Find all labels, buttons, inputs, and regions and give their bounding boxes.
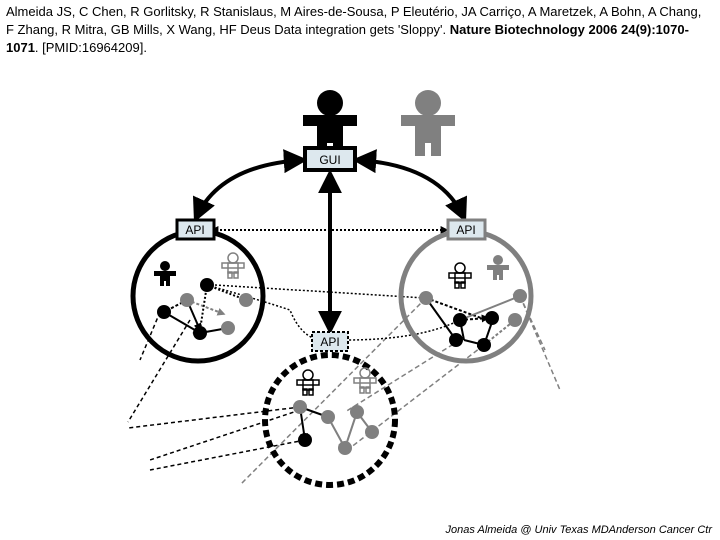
bottom-group-circle: [262, 352, 398, 488]
citation-journal: Nature Biotechnology 2006 24(9):1070-107…: [6, 22, 689, 55]
api-bottom-box: API: [311, 331, 349, 352]
person-gray-icon: [401, 90, 455, 156]
api-right-label: API: [456, 223, 475, 237]
api-left-label: API: [185, 223, 204, 237]
api-bottom-label: API: [320, 335, 339, 349]
api-left-box: API: [175, 218, 216, 241]
person-outline-icon: [221, 252, 245, 279]
citation-pmid: . [PMID:16964209].: [34, 40, 147, 55]
left-network: [157, 278, 253, 340]
right-network: [419, 289, 527, 352]
person-gray-icon: [487, 255, 509, 280]
person-outline-icon: [296, 369, 320, 396]
gui-links: [193, 149, 467, 335]
bottom-network: [293, 400, 379, 455]
api-right-box: API: [446, 218, 487, 241]
person-outline-icon: [353, 367, 377, 394]
person-outline-icon: [448, 262, 472, 289]
citation-authors: Almeida JS, C Chen, R Gorlitsky, R Stani…: [6, 4, 702, 37]
citation: Almeida JS, C Chen, R Gorlitsky, R Stani…: [6, 3, 710, 57]
credit-line: Jonas Almeida @ Univ Texas MDAnderson Ca…: [445, 524, 712, 536]
gui-box: GUI: [303, 146, 357, 172]
person-black-icon: [154, 261, 176, 286]
gui-label: GUI: [319, 153, 340, 167]
